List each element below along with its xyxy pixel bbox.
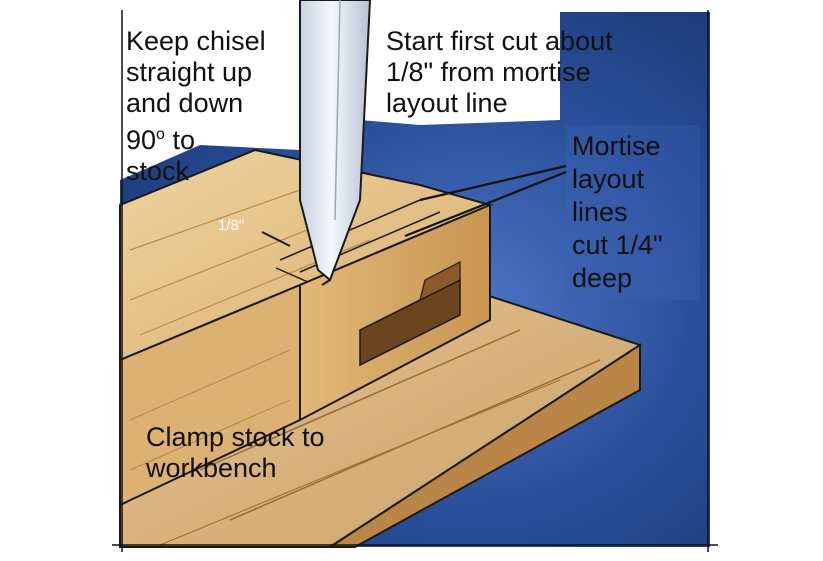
white-upper-area (360, 12, 560, 125)
white-right-text-area (566, 125, 700, 300)
workbench-icon (119, 278, 643, 548)
chisel-icon (299, 0, 372, 286)
first-cut-line: 1/8" from mortise (386, 57, 591, 87)
degree-mark: o (156, 126, 165, 143)
chisel-label-line: stock (126, 156, 190, 186)
white-left-area (120, 12, 300, 180)
offset-dimension-marks (261, 231, 309, 283)
angle-suffix: to (164, 125, 195, 155)
layout-leader-lines (404, 164, 567, 238)
layout-label-line: lines (572, 197, 628, 227)
offset-dimension-label: 1/8" (218, 217, 245, 234)
first-cut-line: layout line (386, 88, 508, 118)
mortise-stock-icon (119, 148, 494, 507)
chisel-instruction-label: Keep chisel straight up and down 90o to … (126, 26, 266, 187)
layout-label-line: Mortise (572, 131, 661, 161)
chisel-label-line: straight up (126, 57, 253, 87)
layout-label-line: layout (572, 164, 645, 194)
chisel-label-line: Keep chisel (126, 26, 266, 56)
angle-value: 90 (126, 125, 157, 155)
layout-label-line: deep (572, 263, 633, 293)
layout-label-line: cut 1/4" (572, 230, 663, 260)
first-cut-label: Start first cut about 1/8" from mortise … (386, 26, 613, 119)
clamp-label: Clamp stock to workbench (146, 422, 325, 484)
layout-lines-label: Mortise layout lines cut 1/4" deep (572, 130, 663, 295)
frame-border (112, 10, 718, 552)
chisel-label-line: and down (126, 88, 244, 118)
clamp-label-line: Clamp stock to (146, 422, 325, 452)
first-cut-line: Start first cut about (386, 26, 613, 56)
clamp-label-line: workbench (146, 453, 277, 483)
chisel-angle-line: 90o to (126, 119, 266, 156)
